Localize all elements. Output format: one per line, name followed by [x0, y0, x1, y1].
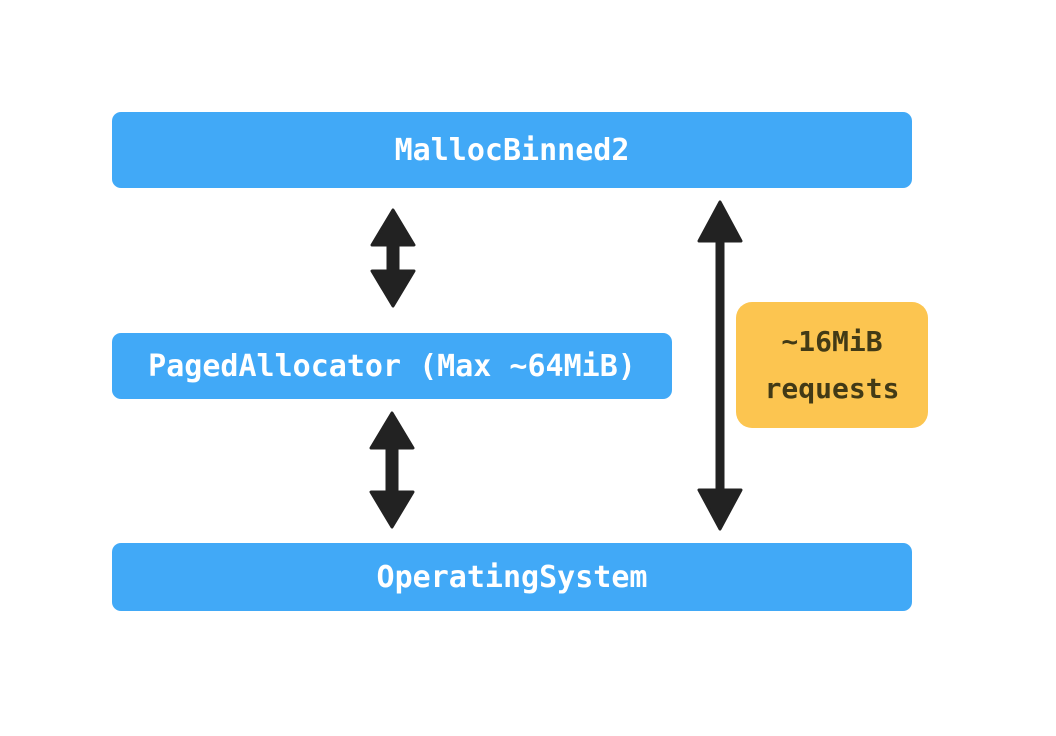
double-arrow-vertical-long-icon — [697, 200, 743, 535]
node-mallocbinned2-label: MallocBinned2 — [394, 132, 630, 168]
node-operatingsystem-label: OperatingSystem — [376, 559, 648, 595]
double-arrow-vertical-icon — [370, 208, 416, 312]
annotation-16mib-requests: ~16MiB requests — [736, 302, 928, 428]
annotation-line-1: ~16MiB — [781, 325, 883, 358]
annotation-line-2: requests — [764, 372, 900, 405]
node-pagedallocator-label: PagedAllocator (Max ~64MiB) — [148, 348, 636, 384]
double-arrow-vertical-icon — [369, 411, 415, 533]
node-pagedallocator: PagedAllocator (Max ~64MiB) — [112, 333, 672, 399]
node-operatingsystem: OperatingSystem — [112, 543, 912, 611]
node-mallocbinned2: MallocBinned2 — [112, 112, 912, 188]
